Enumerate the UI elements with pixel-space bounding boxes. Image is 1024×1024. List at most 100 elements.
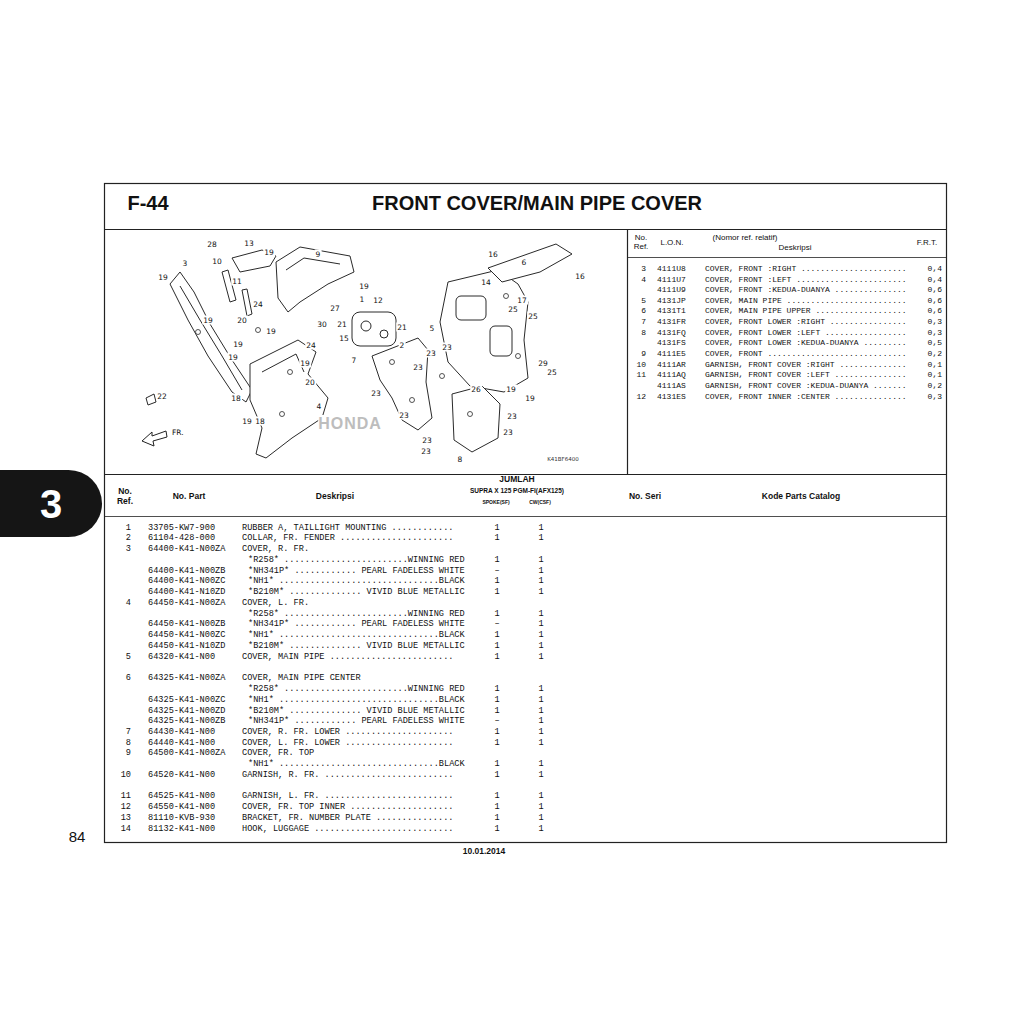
- table-cell: 64440-K41-N00: [148, 738, 215, 748]
- table-cell: 1: [538, 738, 543, 748]
- table-cell: 0,3: [928, 317, 942, 326]
- table-cell: 4: [641, 275, 646, 284]
- table-cell: 1: [494, 523, 499, 533]
- table-cell: HOOK, LUGGAGE ..........................…: [242, 824, 453, 834]
- table-cell: 1: [494, 695, 499, 705]
- table-cell: COVER, FRONT :LEFT .....................…: [705, 275, 907, 284]
- table-cell: 1: [494, 738, 499, 748]
- table-cell: 1: [494, 759, 499, 769]
- part-outline: [242, 289, 252, 316]
- table-cell: 64400-K41-N00ZA: [148, 544, 225, 554]
- callout-number: 30: [316, 320, 328, 329]
- callout-number: 10: [211, 257, 223, 266]
- header-cell: Deskripsi: [779, 243, 812, 252]
- callout-number: 23: [420, 447, 432, 456]
- callout-number: 25: [546, 368, 558, 377]
- table-cell: 3: [126, 544, 131, 554]
- callout-number: 23: [412, 363, 424, 372]
- callout-number: 18: [254, 417, 266, 426]
- table-cell: 4131T1: [657, 306, 686, 315]
- table-cell: 10: [636, 360, 646, 369]
- table-cell: 0,2: [928, 349, 942, 358]
- header-cell: CW(CSF): [529, 499, 551, 505]
- table-cell: 1: [494, 652, 499, 662]
- table-cell: 7: [126, 727, 131, 737]
- table-cell: 1: [494, 576, 499, 586]
- table-cell: 1: [494, 684, 499, 694]
- table-cell: 64325-K41-N00ZB: [148, 716, 225, 726]
- table-cell: 9: [126, 748, 131, 758]
- table-cell: 1: [538, 824, 543, 834]
- callout-number: 25: [507, 305, 519, 314]
- screw: [504, 294, 509, 299]
- table-cell: 64450-K41-N00ZB: [148, 619, 225, 629]
- table-cell: 8: [126, 738, 131, 748]
- table-cell: 14: [121, 824, 131, 834]
- table-cell: 4111U9: [657, 285, 686, 294]
- table-cell: *R258* ........................WINNING R…: [248, 609, 465, 619]
- callout-number: 18: [230, 394, 242, 403]
- callout-number: 28: [206, 240, 218, 249]
- page-frame: [627, 257, 946, 258]
- table-cell: COVER, FRONT :KEDUA-DUANYA .............…: [705, 285, 907, 294]
- table-cell: RUBBER A, TAILLIGHT MOUNTING ...........…: [242, 523, 453, 533]
- table-cell: 4111AS: [657, 381, 686, 390]
- front-arrow: [142, 431, 167, 446]
- screw: [256, 328, 261, 333]
- table-cell: COLLAR, FR. FENDER .....................…: [242, 533, 453, 543]
- table-cell: 1: [538, 523, 543, 533]
- table-cell: –: [494, 566, 499, 576]
- table-cell: 64430-K41-N00: [148, 727, 215, 737]
- callout-number: 1: [359, 295, 366, 304]
- table-cell: COVER, MAIN PIPE .......................…: [705, 296, 907, 305]
- table-cell: *NH1* ...............................BLA…: [248, 576, 465, 586]
- table-cell: 1: [494, 706, 499, 716]
- table-cell: *NH1* ...............................BLA…: [248, 695, 465, 705]
- front-arrow-label: FR.: [171, 428, 185, 437]
- callout-number: 12: [372, 296, 384, 305]
- table-cell: 12: [121, 802, 131, 812]
- page-title: FRONT COVER/MAIN PIPE COVER: [372, 192, 702, 215]
- callout-number: 27: [329, 304, 341, 313]
- table-cell: 64325-K41-N00ZD: [148, 706, 225, 716]
- table-cell: 1: [538, 684, 543, 694]
- table-cell: 4131FS: [657, 338, 686, 347]
- callout-number: 3: [182, 259, 189, 268]
- table-cell: –: [494, 619, 499, 629]
- table-cell: 0,2: [928, 381, 942, 390]
- table-cell: 64400-K41-N00ZB: [148, 566, 225, 576]
- table-cell: 6: [641, 306, 646, 315]
- table-cell: BRACKET, FR. NUMBER PLATE ..............…: [242, 813, 453, 823]
- callout-number: 19: [227, 353, 239, 362]
- table-cell: 1: [494, 533, 499, 543]
- table-cell: 1: [538, 641, 543, 651]
- table-cell: 4131FQ: [657, 328, 686, 337]
- table-cell: 1: [494, 630, 499, 640]
- callout-number: 25: [527, 312, 539, 321]
- page-frame: [627, 229, 628, 474]
- table-cell: 1: [538, 587, 543, 597]
- part-outline: [262, 354, 304, 372]
- page-frame: [104, 516, 946, 517]
- callout-number: 14: [480, 278, 492, 287]
- table-cell: *R258* ........................WINNING R…: [248, 555, 465, 565]
- table-cell: 5: [641, 296, 646, 305]
- part-outline: [488, 244, 572, 282]
- table-cell: *NH1* ...............................BLA…: [248, 630, 465, 640]
- table-cell: *NH1* ...............................BLA…: [248, 759, 465, 769]
- callout-number: 23: [502, 428, 514, 437]
- table-cell: 1: [538, 802, 543, 812]
- table-cell: 2: [126, 533, 131, 543]
- table-cell: 1: [538, 706, 543, 716]
- table-cell: COVER, FRONT :RIGHT ....................…: [705, 264, 907, 273]
- table-cell: –: [494, 716, 499, 726]
- table-cell: 1: [538, 716, 543, 726]
- table-cell: GARNISH, FRONT COVER :KEDUA-DUANYA .....…: [705, 381, 907, 390]
- table-cell: 13: [121, 813, 131, 823]
- part-outline: [222, 270, 236, 302]
- table-cell: 12: [636, 392, 646, 401]
- table-cell: 4111E5: [657, 349, 686, 358]
- part-outline: [452, 386, 500, 452]
- table-cell: 1: [538, 791, 543, 801]
- table-cell: 1: [494, 791, 499, 801]
